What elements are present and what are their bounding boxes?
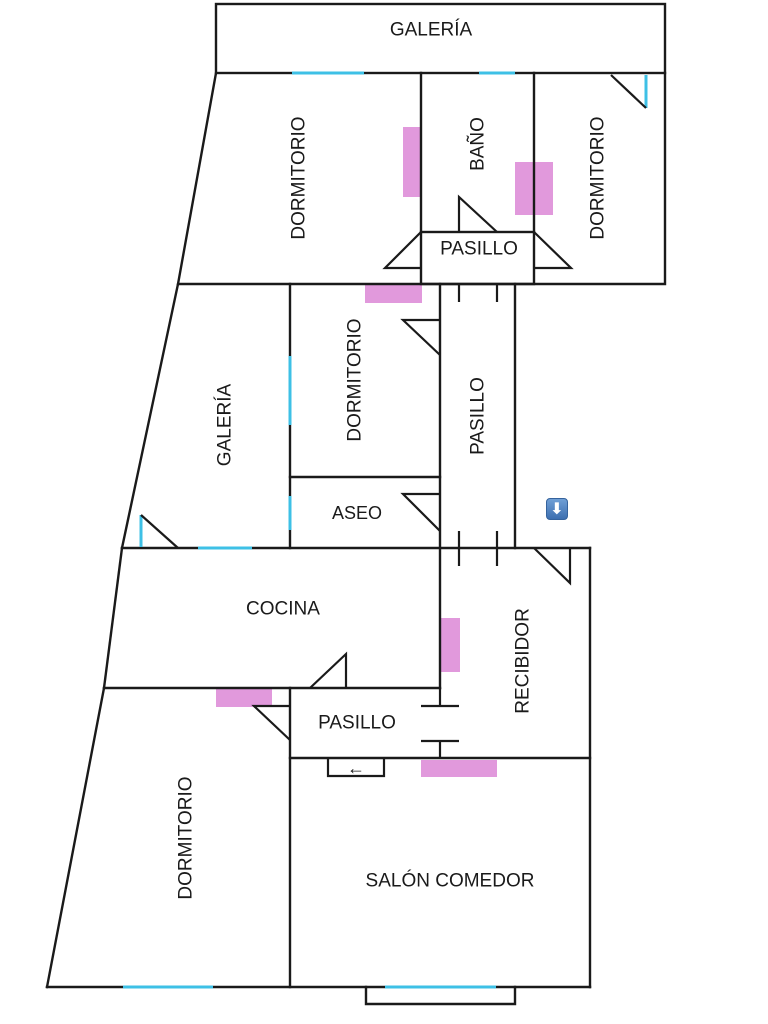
room-label-dormitorio-4: DORMITORIO — [176, 776, 197, 899]
entrance-arrow-icon: ← — [347, 758, 365, 778]
room-label-pasillo-low: PASILLO — [318, 713, 396, 734]
door-bano — [457, 194, 498, 233]
door-entrance — [533, 547, 572, 586]
door-aseo — [400, 492, 441, 532]
furniture-block-recibidor — [441, 618, 460, 672]
wall-pasillo-top — [419, 230, 536, 286]
room-label-recibidor: RECIBIDOR — [513, 608, 534, 714]
furniture-block-dormitorio-4 — [216, 689, 272, 707]
room-label-aseo: ASEO — [332, 503, 382, 523]
room-label-bano: BAÑO — [467, 117, 489, 171]
arrow-down-icon[interactable]: ⬇ — [546, 498, 568, 520]
door-galeria — [140, 514, 179, 549]
room-label-dormitorio-2: DORMITORIO — [588, 116, 609, 239]
door-dormitorio-2 — [533, 231, 574, 270]
wall-left-outer-low — [45, 686, 106, 989]
wall-left-outer-mid — [120, 282, 180, 550]
door-dormitorio-1 — [382, 231, 422, 270]
entrance-step — [326, 758, 386, 778]
room-label-dormitorio-1: DORMITORIO — [289, 116, 310, 239]
door-cocina — [309, 651, 348, 689]
room-label-galeria-left: GALERÍA — [215, 383, 236, 466]
furniture — [216, 127, 553, 777]
windows — [123, 71, 648, 989]
wall-left-outer-cocina — [102, 546, 124, 690]
doors — [140, 74, 647, 778]
room-label-pasillo-mid: PASILLO — [468, 377, 489, 455]
furniture-block-dormitorio-3 — [365, 285, 422, 303]
room-label-dormitorio-3: DORMITORIO — [345, 318, 366, 441]
room-label-cocina: COCINA — [246, 599, 320, 620]
door-dormitorio-4 — [251, 704, 291, 741]
wall-galeria-top — [214, 2, 667, 75]
room-label-galeria-top: GALERÍA — [390, 20, 473, 41]
arrow-down-glyph: ⬇ — [550, 499, 564, 518]
balcony — [364, 985, 517, 1006]
door-dormitorio-3 — [400, 318, 441, 356]
furniture-block-dormitorio-1 — [403, 127, 421, 197]
door-dormitorio-2-top — [610, 74, 647, 109]
room-label-pasillo-top: PASILLO — [440, 239, 518, 260]
room-label-salon: SALÓN COMEDOR — [366, 870, 535, 892]
furniture-block-salon — [421, 760, 497, 777]
room-labels: GALERÍA DORMITORIO BAÑO DORMITORIO PASIL… — [176, 20, 609, 900]
